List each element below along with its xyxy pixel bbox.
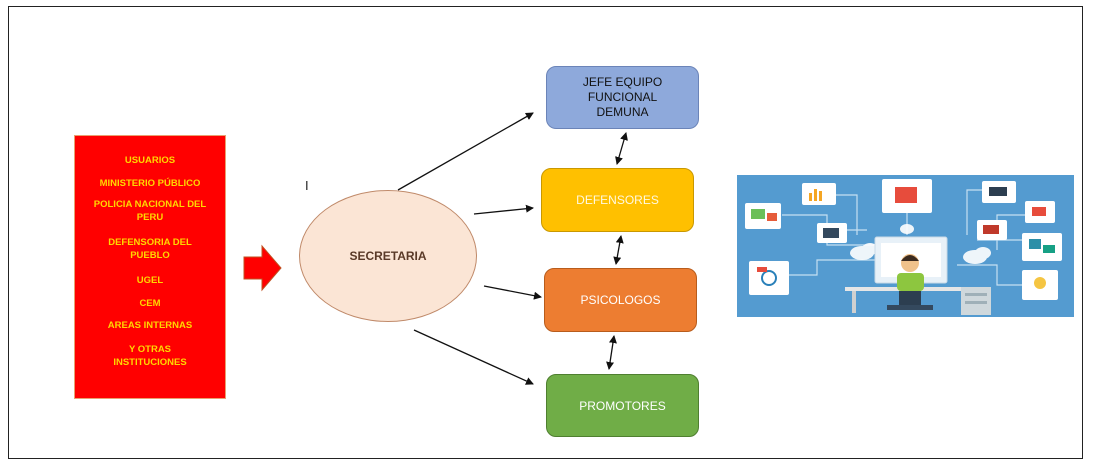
node-defensores-label: DEFENSORES xyxy=(576,193,659,207)
source-item-otras: Y OTRAS INSTITUCIONES xyxy=(113,344,187,368)
source-item-usuarios: USUARIOS xyxy=(124,155,176,166)
node-psicologos: PSICOLOGOS xyxy=(544,268,697,332)
secretaria-node: SECRETARIA xyxy=(299,190,477,322)
node-promotores: PROMOTORES xyxy=(546,374,699,437)
panel-icons xyxy=(745,179,1062,300)
arrow-to-jefe xyxy=(397,112,534,191)
secretaria-label: SECRETARIA xyxy=(349,249,427,263)
node-jefe-label: JEFE EQUIPO FUNCIONAL DEMUNA xyxy=(582,75,663,119)
source-item-policia: POLICIA NACIONAL DEL PERU xyxy=(93,199,207,223)
block-arrow xyxy=(243,244,282,292)
network-illustration xyxy=(737,175,1074,317)
node-jefe-equipo: JEFE EQUIPO FUNCIONAL DEMUNA xyxy=(546,66,699,129)
arrow-to-promotores xyxy=(413,329,534,385)
sources-box: USUARIOS MINISTERIO PÚBLICO POLICIA NACI… xyxy=(74,135,226,399)
text-cursor-mark: I xyxy=(305,178,309,193)
source-item-ministerio: MINISTERIO PÚBLICO xyxy=(99,178,201,189)
arrow-to-psicologos xyxy=(483,285,542,300)
diagram-frame xyxy=(8,6,1083,459)
node-psicologos-label: PSICOLOGOS xyxy=(580,293,661,307)
source-item-areas: AREAS INTERNAS xyxy=(107,320,193,331)
link-defensores-psicologos xyxy=(613,235,624,265)
source-item-ugel: UGEL xyxy=(136,275,164,286)
person-at-desk xyxy=(845,236,991,315)
source-item-defensoria: DEFENSORIA DEL PUEBLO xyxy=(108,237,192,261)
link-jefe-defensores xyxy=(615,132,628,165)
node-promotores-label: PROMOTORES xyxy=(579,398,666,413)
source-item-cem: CEM xyxy=(139,298,161,309)
arrow-to-defensores xyxy=(473,204,534,215)
node-defensores: DEFENSORES xyxy=(541,168,694,232)
cloud-icons xyxy=(850,224,991,264)
link-psicologos-promotores xyxy=(606,335,617,370)
